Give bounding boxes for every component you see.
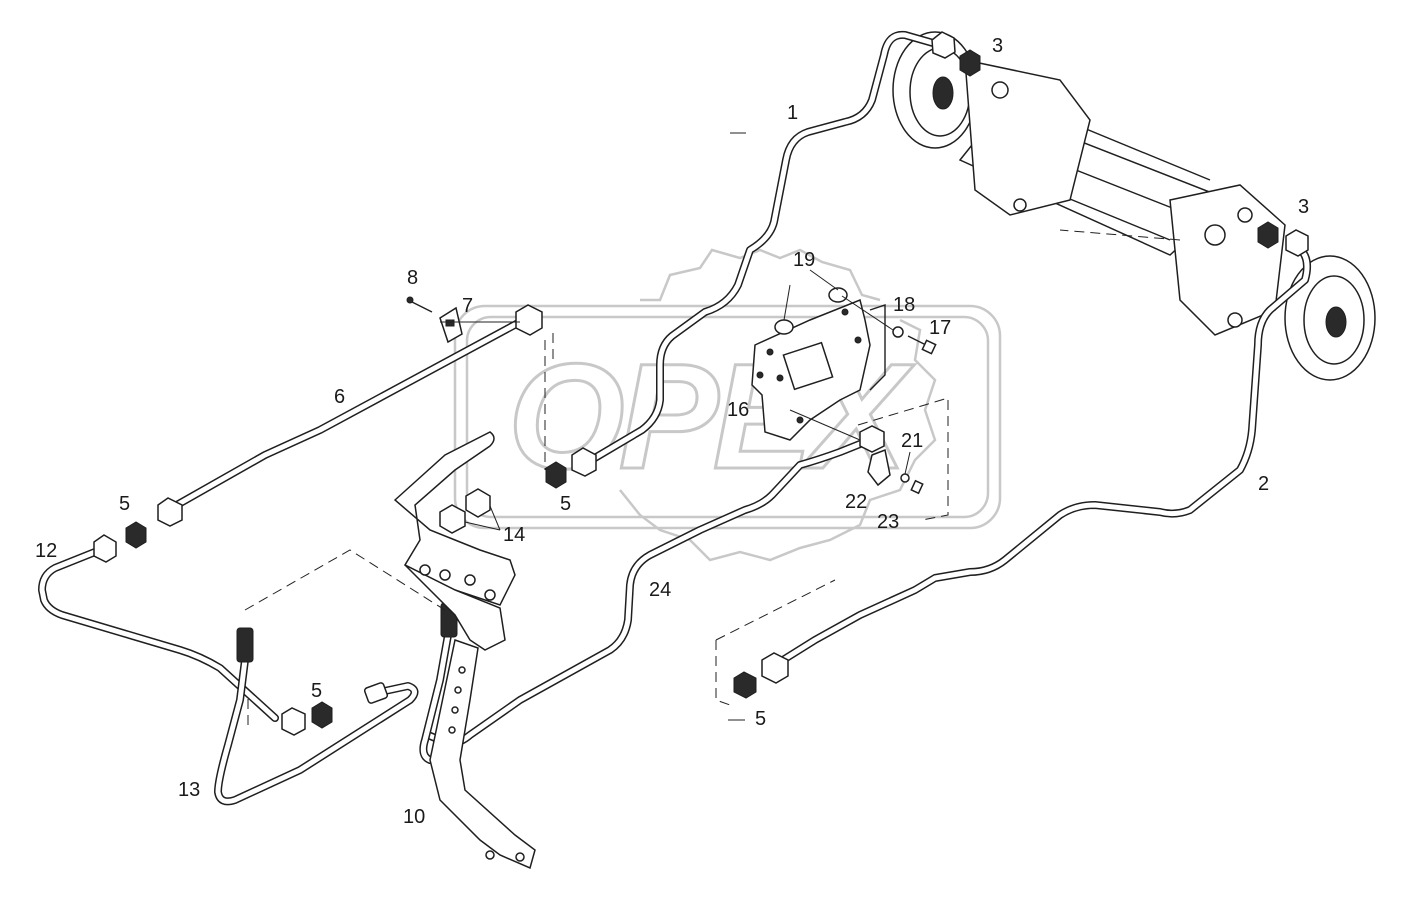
callout-24: 24: [649, 579, 672, 601]
callout-1: 1: [787, 102, 799, 124]
clamp-22: [867, 448, 891, 487]
callout-13: 13: [178, 779, 201, 801]
nut-3-top: [931, 31, 956, 59]
union-5-left: [125, 521, 147, 549]
washer-18: [892, 326, 904, 338]
pipe-6: [164, 318, 524, 514]
nut-13: [281, 707, 306, 736]
callout-12: 12: [35, 540, 58, 562]
nut-14-b: [465, 488, 491, 518]
union-5-right: [733, 671, 757, 699]
callout-5: 5: [755, 708, 767, 730]
spacer-19-b: [828, 287, 848, 303]
nut-3-right: [1285, 229, 1309, 257]
nut-5-mid: [571, 447, 597, 477]
fitting-13-top: [236, 627, 254, 663]
bolt-23: [910, 479, 924, 495]
callout-3: 3: [992, 35, 1004, 57]
bracket-10: [429, 639, 536, 870]
clamp-22-assembly: [867, 448, 924, 495]
plate-16-assembly: [751, 269, 937, 441]
washer-21: [900, 473, 910, 483]
nut-14-a: [439, 504, 466, 534]
callout-17: 17: [929, 317, 952, 339]
callout-18: 18: [893, 294, 916, 316]
nut-24-end: [859, 425, 885, 453]
union-3-top: [959, 49, 981, 77]
callout-22: 22: [845, 491, 868, 513]
callout-2: 2: [1258, 473, 1270, 495]
bracket-14: [393, 431, 516, 606]
callout-5: 5: [119, 493, 131, 515]
axle-left-housing: [964, 59, 1091, 216]
spacer-19-a: [774, 319, 794, 335]
callout-5: 5: [560, 493, 572, 515]
callout-7: 7: [462, 295, 474, 317]
watermark-gear-outline: [619, 248, 937, 562]
callout-16: 16: [727, 399, 750, 421]
pipe-13: [214, 656, 419, 806]
callout-19: 19: [793, 249, 816, 271]
callout-14: 14: [503, 524, 526, 546]
nut-6-top: [515, 304, 543, 336]
callout-8: 8: [407, 267, 419, 289]
pipe-10-riser: [419, 631, 452, 764]
callout-6: 6: [334, 386, 346, 408]
clamp-7-assembly: [406, 296, 520, 344]
bracket-14-assembly: [393, 431, 516, 651]
nut-2-end: [761, 652, 789, 684]
pipe-2: [771, 241, 1311, 669]
plate-16-window: [782, 341, 834, 391]
union-3-right: [1257, 221, 1279, 249]
fitting-5-lower-end: [363, 682, 389, 704]
callout-23: 23: [877, 511, 900, 533]
union-5-lower: [311, 701, 333, 729]
callout-5: 5: [311, 680, 323, 702]
callout-21: 21: [901, 430, 924, 452]
pipe-1: [584, 30, 944, 466]
watermark-frame-outer: [453, 304, 1002, 530]
pipe-12: [38, 544, 279, 722]
nut-12: [93, 534, 117, 563]
nut-6-bottom: [157, 497, 183, 527]
phantom-lines: [244, 132, 949, 725]
callout-10: 10: [403, 806, 426, 828]
axle-housing: [892, 31, 1376, 381]
union-5-mid: [545, 461, 567, 489]
callout-3: 3: [1298, 196, 1310, 218]
pipe-24: [424, 436, 874, 748]
